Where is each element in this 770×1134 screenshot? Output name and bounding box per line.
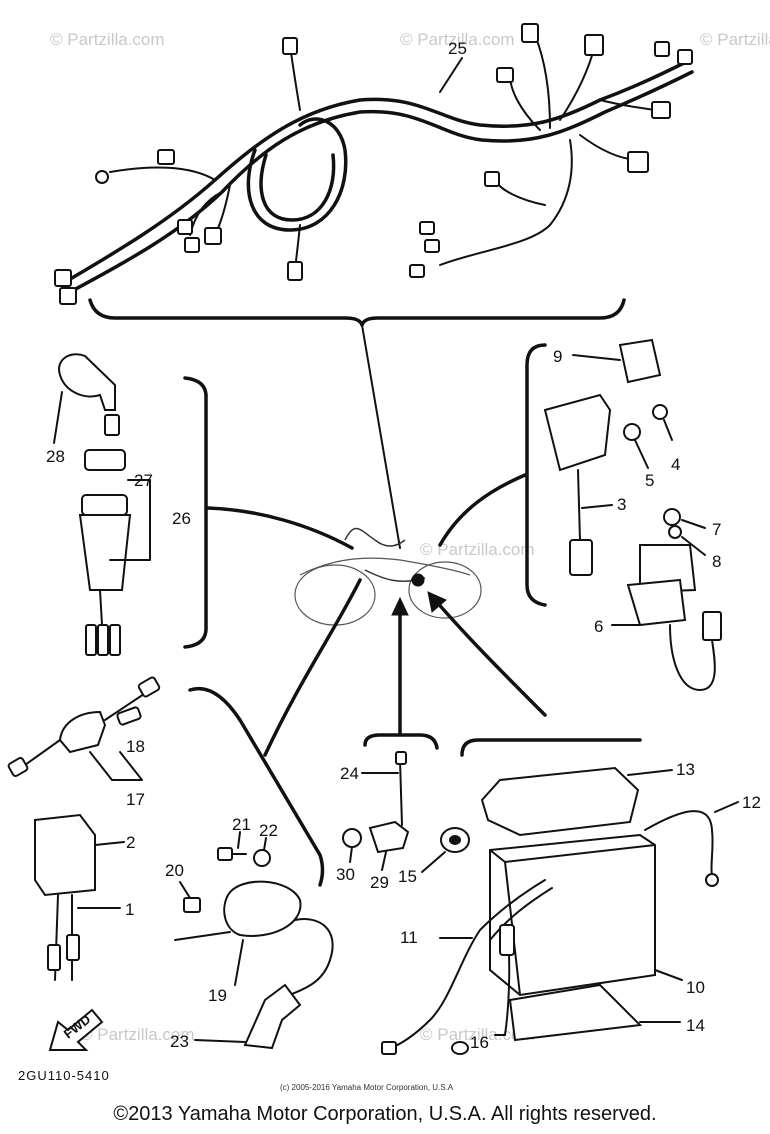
part-label-18: 18 <box>126 737 145 756</box>
diagram-code: 2GU110-5410 <box>18 1068 110 1083</box>
part-label-24: 24 <box>340 764 359 783</box>
electrical-parts-diagram: © Partzilla.com © Partzilla.com © Partzi… <box>7 23 770 1092</box>
grommet-group: 15 <box>398 827 470 886</box>
watermark: © Partzilla.com <box>80 1025 195 1044</box>
harness-bracket <box>88 298 626 327</box>
part-label-22: 22 <box>259 821 278 840</box>
ignition-coil-group: 21 22 20 19 23 <box>165 815 334 1051</box>
part-label-23: 23 <box>170 1032 189 1051</box>
part-label-1: 1 <box>125 900 134 919</box>
part-label-10: 10 <box>686 978 705 997</box>
part-label-12: 12 <box>742 793 761 812</box>
part-label-26: 26 <box>172 509 191 528</box>
part-label-19: 19 <box>208 986 227 1005</box>
flasher-group: 2 1 <box>34 813 135 981</box>
part-label-6: 6 <box>594 617 603 636</box>
part-label-20: 20 <box>165 861 184 880</box>
fuse-holder-group: 18 17 <box>7 676 161 809</box>
wire-harness: 25 <box>54 23 694 305</box>
part-label-16: 16 <box>470 1033 489 1052</box>
part-label-11: 11 <box>400 928 418 947</box>
watermark: © Partzilla.com <box>50 30 165 49</box>
watermarks: © Partzilla.com © Partzilla.com © Partzi… <box>50 30 770 1044</box>
part-label-27: 27 <box>134 471 153 490</box>
part-label-9: 9 <box>553 347 562 366</box>
watermark: © Partzilla.com <box>700 30 770 49</box>
part-label-4: 4 <box>671 455 680 474</box>
part-label-30: 30 <box>336 865 355 884</box>
part-label-15: 15 <box>398 867 417 886</box>
part-label-29: 29 <box>370 873 389 892</box>
part-label-13: 13 <box>676 760 695 779</box>
part-label-7: 7 <box>712 520 721 539</box>
part-label-14: 14 <box>686 1016 705 1035</box>
starter-relay-group: 7 8 6 <box>594 508 722 691</box>
part-label-25: 25 <box>448 39 467 58</box>
ignition-bracket <box>188 686 325 887</box>
harness-leader <box>361 324 401 549</box>
watermark: © Partzilla.com <box>420 540 535 559</box>
main-switch-group: 28 27 26 <box>46 353 354 656</box>
rectifier-group: 9 3 5 4 <box>438 338 680 607</box>
part-label-8: 8 <box>712 552 721 571</box>
ignition-leader <box>263 578 362 757</box>
part-label-21: 21 <box>232 815 251 834</box>
part-label-28: 28 <box>46 447 65 466</box>
footer-copyright: ©2013 Yamaha Motor Corporation, U.S.A. A… <box>113 1103 657 1125</box>
part-label-17: 17 <box>126 790 145 809</box>
part-label-3: 3 <box>617 495 626 514</box>
watermark: © Partzilla.com <box>400 30 515 49</box>
small-copyright: (c) 2005-2016 Yamaha Motor Corporation, … <box>280 1083 454 1092</box>
part-label-5: 5 <box>645 471 654 490</box>
part-label-2: 2 <box>126 833 135 852</box>
neutral-switch-group: 24 30 29 <box>336 596 439 892</box>
battery-group: 13 12 10 14 11 16 <box>381 591 761 1055</box>
